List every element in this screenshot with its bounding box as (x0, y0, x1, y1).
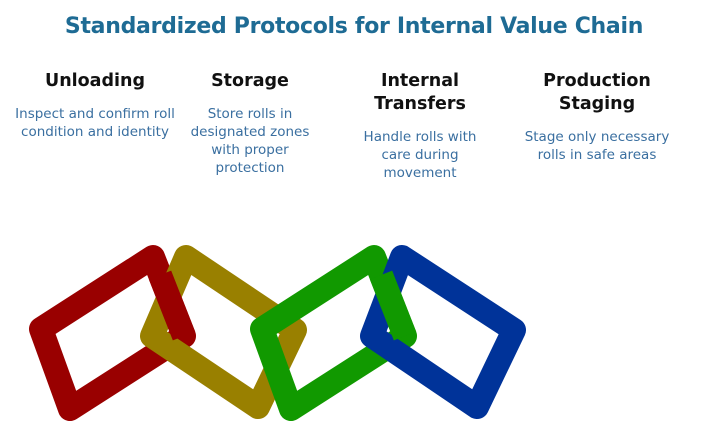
chain-link-overlap-unloading (148, 270, 196, 341)
chain-link-overlap-internal-transfers (369, 270, 417, 341)
step-description: Store rolls in designated zones with pro… (190, 106, 310, 176)
step-unloading: Unloading Inspect and confirm roll condi… (15, 70, 175, 141)
step-heading: Internal Transfers (374, 71, 466, 114)
step-storage: Storage Store rolls in designated zones … (180, 70, 320, 177)
step-production-staging: Production Staging Stage only necessary … (522, 70, 672, 164)
step-heading: Production Staging (543, 71, 651, 114)
step-heading: Storage (211, 71, 289, 91)
step-description: Inspect and confirm roll condition and i… (15, 106, 175, 140)
step-heading: Unloading (44, 71, 145, 91)
step-description: Stage only necessary rolls in safe areas (524, 129, 670, 163)
diagram-title: Standardized Protocols for Internal Valu… (64, 14, 644, 39)
step-description: Handle rolls with care during movement (363, 129, 477, 181)
step-internal-transfers: Internal Transfers Handle rolls with car… (355, 70, 485, 182)
